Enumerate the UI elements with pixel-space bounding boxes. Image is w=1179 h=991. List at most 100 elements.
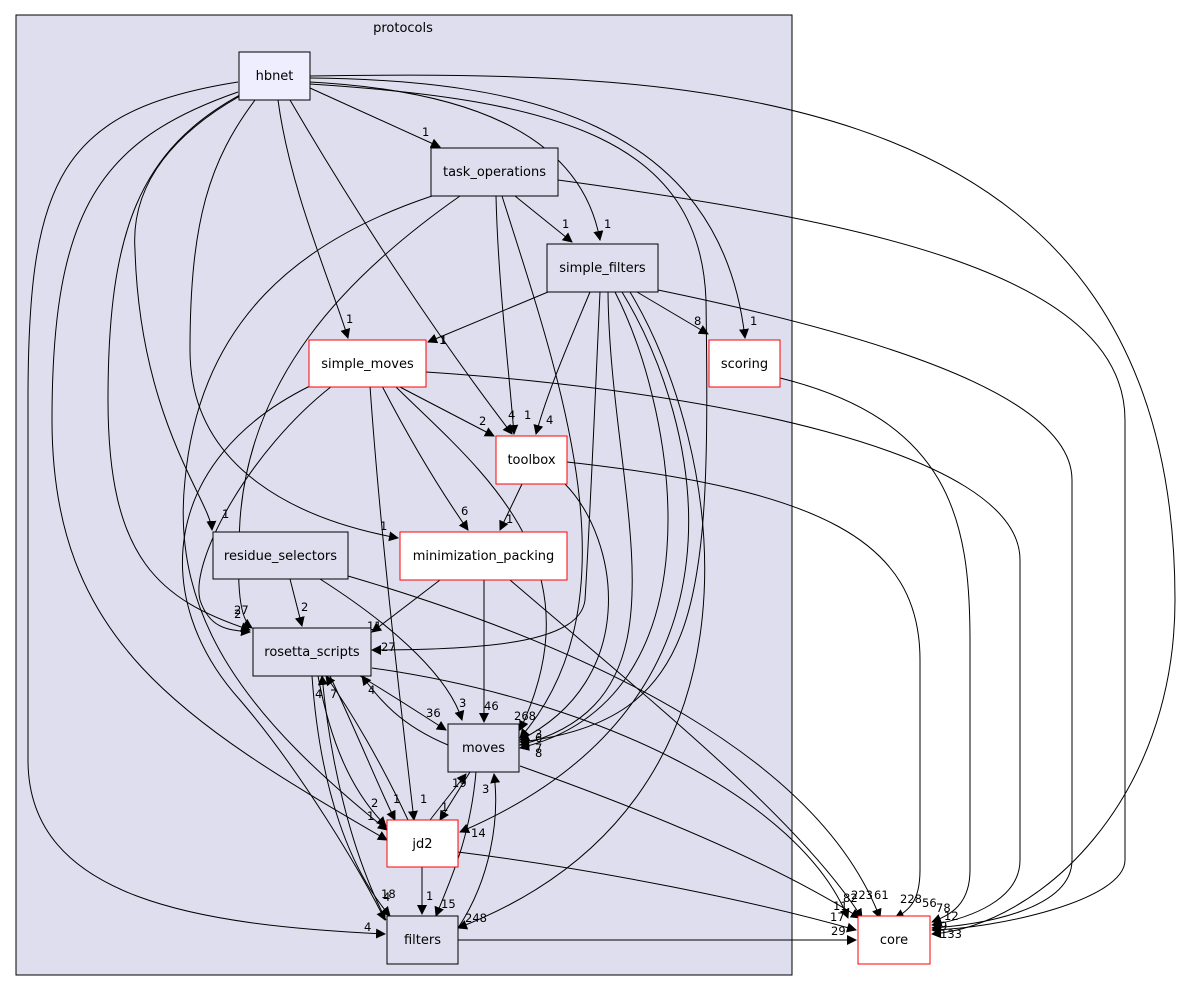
node-label-filters: filters xyxy=(404,933,441,948)
edge-filters-rosetta_scripts xyxy=(317,675,387,921)
edge-label-moves-filters: 15 xyxy=(441,897,456,911)
node-task_operations[interactable]: task_operations xyxy=(430,147,559,197)
edge-label-hbnet-toolbox: 1 xyxy=(439,333,446,347)
edge-label-rosetta_scripts-jd2: 7 xyxy=(330,687,337,701)
edge-hbnet-rosetta_scripts xyxy=(107,94,251,632)
node-label-rosetta_scripts: rosetta_scripts xyxy=(264,645,360,660)
edge-task_operations-rosetta_scripts xyxy=(238,195,461,629)
edge-label-moves-in-3: 3 xyxy=(535,727,542,741)
edge-label-filters-core: 29 xyxy=(831,924,846,938)
edge-label-task_operations-toolbox: 1 xyxy=(524,408,531,422)
edge-label-core-9: 9 xyxy=(940,919,947,933)
edge-toolbox-minimization_packing xyxy=(499,483,523,531)
edge-label-moves-jd2: 1 xyxy=(420,792,427,806)
edge-label-core-56: 56 xyxy=(922,896,937,910)
edge-hbnet-residue_selectors xyxy=(134,95,241,531)
edge-rosetta_scripts-jd2-b xyxy=(317,675,387,827)
edge-label-core-11: 11 xyxy=(833,899,848,913)
edge-label-moves-in-268: 268 xyxy=(514,709,536,723)
edge-label-moves-jd2-b: 1 xyxy=(441,800,448,814)
edge-simple_moves-toolbox xyxy=(397,385,495,437)
edge-label-filters-in-248: 248 xyxy=(465,911,487,925)
node-jd2[interactable]: jd2 xyxy=(386,819,459,868)
node-label-scoring: scoring xyxy=(721,357,768,372)
edge-label-residue_selectors-moves: 3 xyxy=(459,696,466,710)
edge-task_operations-moves xyxy=(501,195,583,739)
edge-simple_filters-jd2 xyxy=(459,291,690,834)
edge-residue_selectors-rosetta_scripts xyxy=(289,578,305,627)
edge-moves-filters xyxy=(434,771,477,917)
edge-label-rosetta_scripts-jd2-b: 1 xyxy=(393,792,400,806)
node-label-minimization_packing: minimization_packing xyxy=(413,549,555,564)
edge-scoring-core xyxy=(779,377,971,924)
node-scoring[interactable]: scoring xyxy=(708,339,781,388)
edge-label-filters-in-18: 18 xyxy=(381,887,396,901)
edge-task_operations-core xyxy=(557,179,1126,935)
edge-simple_moves-filters xyxy=(181,385,386,921)
edge-label-hbnet-task_operations: 1 xyxy=(422,125,429,139)
edge-jd2-core xyxy=(457,851,857,933)
edge-label-hbnet-scoring: 1 xyxy=(750,314,757,328)
edge-label-core-228: 228 xyxy=(900,892,922,906)
node-moves[interactable]: moves xyxy=(447,723,520,773)
node-minimization_packing[interactable]: minimization_packing xyxy=(399,531,568,581)
edge-simple_filters-core xyxy=(657,289,1073,933)
edge-simple_filters-scoring xyxy=(636,291,709,335)
edge-label-core-17: 17 xyxy=(830,910,845,924)
node-label-moves: moves xyxy=(462,741,505,756)
cluster-label: protocols xyxy=(373,21,433,36)
edge-jd2-rosetta_scripts xyxy=(325,675,409,821)
edge-label-moves-in-8: 8 xyxy=(535,746,542,760)
node-simple_filters[interactable]: simple_filters xyxy=(546,243,659,293)
edge-simple_filters-moves xyxy=(519,291,633,748)
edge-label-minimization_packing-moves: 46 xyxy=(484,699,499,713)
edge-label-simple_moves-toolbox: 2 xyxy=(479,414,486,428)
edge-label-simple_moves-rosetta_scripts: 27 xyxy=(234,603,249,617)
node-label-simple_filters: simple_filters xyxy=(559,261,646,276)
edge-hbnet-task_operations xyxy=(309,87,441,148)
edge-label-hbnet-minimization_packing: 1 xyxy=(380,519,387,533)
edge-label-jd2-moves: 19 xyxy=(452,776,467,790)
edge-label-simple_filters-toolbox: 4 xyxy=(546,413,553,427)
edge-label-simple_filters-scoring: 8 xyxy=(694,314,701,328)
edge-label-jd2-filters: 1 xyxy=(426,889,433,903)
node-hbnet[interactable]: hbnet xyxy=(238,51,311,101)
edge-task_operations-simple_filters xyxy=(514,195,573,243)
edge-rosetta_scripts-jd2 xyxy=(329,675,396,821)
edge-simple_moves-jd2 xyxy=(369,385,418,821)
node-residue_selectors[interactable]: residue_selectors xyxy=(212,531,349,580)
node-toolbox[interactable]: toolbox xyxy=(495,435,568,485)
edge-hbnet-minimization_packing xyxy=(189,99,399,542)
node-label-residue_selectors: residue_selectors xyxy=(224,549,337,564)
node-simple_moves[interactable]: simple_moves xyxy=(308,339,427,388)
edge-moves-rosetta_scripts xyxy=(361,675,449,746)
node-core[interactable]: core xyxy=(857,915,931,965)
edge-label-jd2-in-14: 14 xyxy=(471,826,486,840)
edge-toolbox-core xyxy=(566,461,921,919)
edge-jd2-moves xyxy=(429,773,467,821)
edge-task_operations-jd2 xyxy=(182,195,433,831)
edge-label-simple_filters-rosetta_scripts: 27 xyxy=(381,640,396,654)
edge-label-core-223: 223 xyxy=(851,888,873,902)
node-label-task_operations: task_operations xyxy=(443,165,546,180)
node-rosetta_scripts[interactable]: rosetta_scripts xyxy=(252,627,372,677)
edge-simple_moves-minimization_packing xyxy=(381,385,469,531)
edge-simple_moves-core xyxy=(425,371,1021,929)
node-label-core: core xyxy=(880,933,908,948)
node-filters[interactable]: filters xyxy=(386,915,459,965)
edge-hbnet-simple_filters xyxy=(309,81,604,241)
edge-label-core-12: 12 xyxy=(944,909,959,923)
edge-simple_filters-toolbox xyxy=(533,291,591,435)
edge-filters-moves xyxy=(457,773,501,929)
edge-label-core-78: 78 xyxy=(936,901,951,915)
node-label-simple_moves: simple_moves xyxy=(321,357,414,372)
edge-rosetta_scripts-core xyxy=(371,667,850,919)
edge-hbnet-simple_moves xyxy=(277,99,351,339)
edge-label-simple_filters-simple_moves: 1 xyxy=(440,333,447,347)
edge-label-hbnet-residue_selectors: 1 xyxy=(222,507,229,521)
edge-hbnet-scoring xyxy=(309,77,749,339)
edge-minimization_packing-rosetta_scripts xyxy=(371,579,441,633)
edge-hbnet-core xyxy=(309,74,1176,939)
node-label-toolbox: toolbox xyxy=(507,453,555,468)
